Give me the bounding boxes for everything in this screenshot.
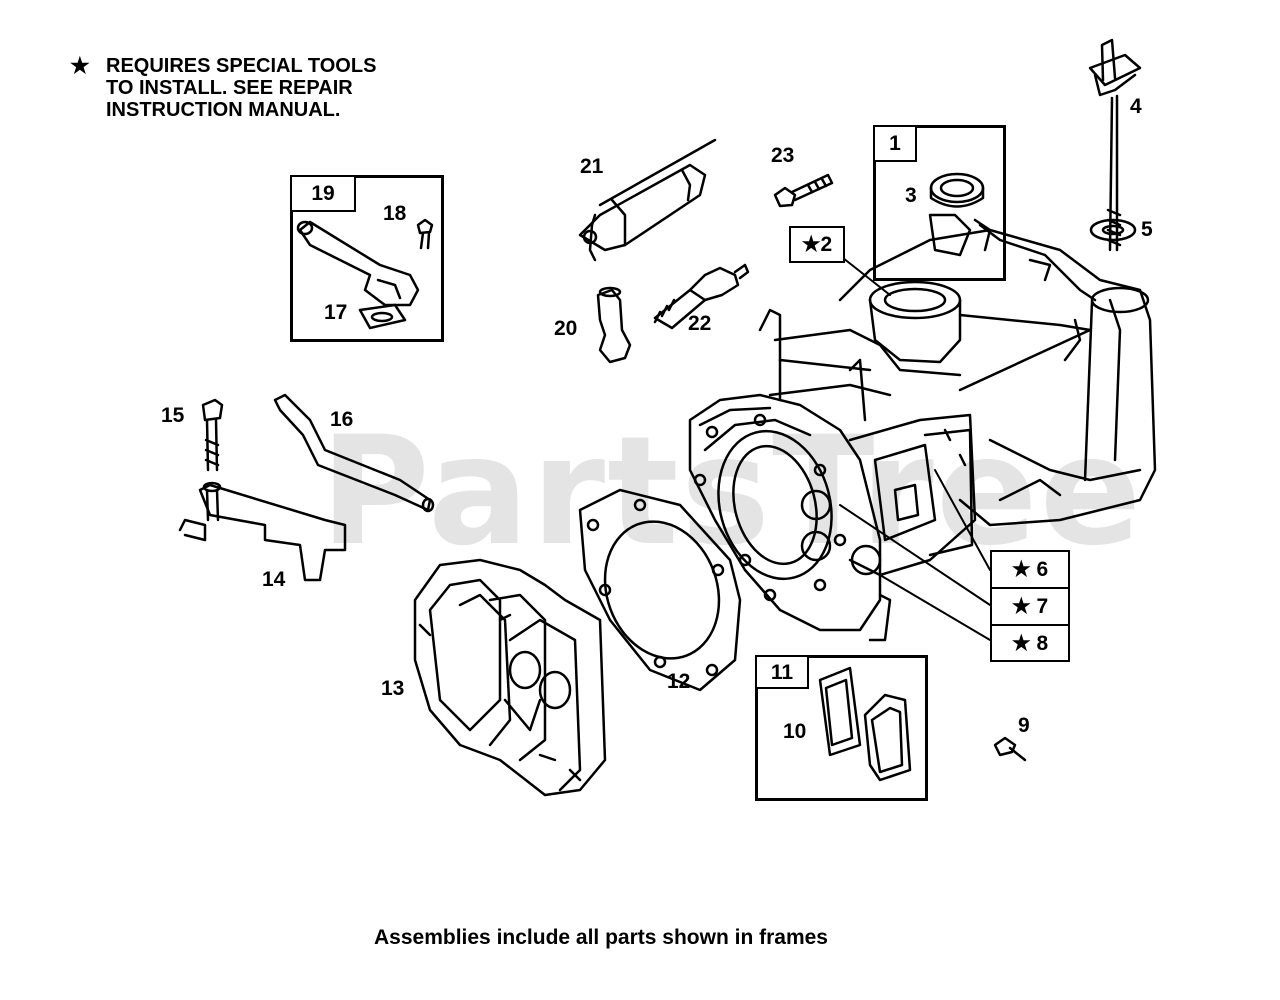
leader-lines (839, 257, 991, 641)
label-9: 9 (1018, 714, 1030, 737)
breather-drawing (818, 666, 912, 782)
label-16: 16 (330, 408, 354, 431)
label-20: 20 (554, 317, 578, 340)
crankcase-drawing (688, 213, 1157, 642)
label-12: 12 (667, 670, 691, 693)
bolt-drawing (201, 398, 224, 472)
screw-small-drawing (416, 218, 434, 250)
assemblies-caption: Assemblies include all parts shown in fr… (374, 926, 828, 949)
spark-plug-boot-drawing (596, 286, 632, 364)
frame-19 (290, 175, 444, 342)
label-17: 17 (324, 301, 348, 324)
spark-plug-drawing (653, 263, 750, 330)
label-5: 5 (1141, 218, 1153, 241)
tube-assembly-drawing (296, 220, 420, 307)
washer-drawing (1089, 218, 1137, 242)
label-23: 23 (771, 144, 795, 167)
frame-11 (755, 655, 928, 801)
star-icon: ★ (70, 53, 90, 78)
label-19: 19 (290, 175, 356, 212)
label-1: 1 (873, 125, 917, 162)
label-4: 4 (1130, 95, 1142, 118)
label-21: 21 (580, 155, 604, 178)
cylinder-head-drawing (413, 558, 607, 797)
note-line-1: REQUIRES SPECIAL TOOLS (106, 55, 377, 77)
label-3: 3 (905, 184, 917, 207)
label-6: ★ 6 (990, 550, 1070, 589)
note-line-3: INSTRUCTION MANUAL. (106, 99, 341, 121)
label-10: 10 (783, 720, 807, 743)
seal-drawing (929, 172, 985, 208)
bolt-23-drawing (773, 173, 834, 208)
note-line-2: TO INSTALL. SEE REPAIR (106, 77, 353, 99)
label-14: 14 (262, 568, 286, 591)
gasket-small-drawing (358, 303, 407, 330)
label-15: 15 (161, 404, 185, 427)
label-13: 13 (381, 677, 405, 700)
label-18: 18 (383, 202, 407, 225)
label-11: 11 (755, 655, 809, 689)
label-2: ★2 (789, 226, 845, 263)
ignition-armature-drawing (578, 138, 717, 262)
head-gasket-drawing (578, 488, 742, 692)
label-8: ★ 8 (990, 624, 1070, 662)
screw-drawing (993, 736, 1027, 762)
label-7: ★ 7 (990, 587, 1070, 626)
frame-1 (873, 125, 1006, 281)
air-guide-drawing (178, 481, 347, 582)
dipstick-drawing (1088, 38, 1142, 252)
label-22: 22 (688, 312, 712, 335)
breather-tube-drawing (273, 393, 435, 513)
